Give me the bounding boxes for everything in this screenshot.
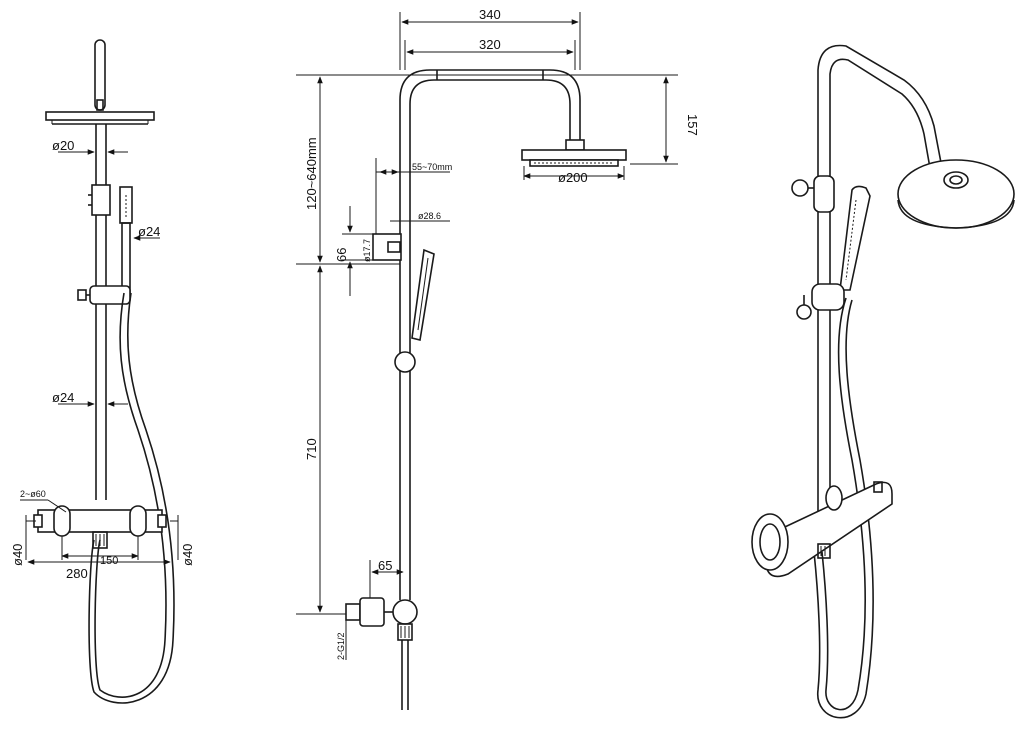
front-riser-pipe — [95, 124, 107, 500]
side-lower-height-label: 710 — [304, 438, 319, 460]
persp-slide-holder — [796, 283, 845, 320]
side-head-drop-label: 157 — [685, 114, 700, 136]
front-center-distance-label: 150 — [100, 555, 118, 567]
side-wall-bracket — [372, 233, 402, 261]
front-hand-diameter-label: ø24 — [138, 224, 160, 239]
persp-upper-clamp — [791, 175, 835, 213]
side-bracket-height-label: 66 — [334, 248, 349, 262]
side-slide-knob — [394, 351, 416, 373]
front-head-diameter-label: ø20 — [52, 138, 74, 153]
front-total-width-label: 280 — [66, 566, 88, 581]
persp-hand-shower — [839, 185, 871, 291]
front-upper-clamp — [88, 184, 111, 216]
side-bracket-inner-label: ø17.7 — [362, 239, 372, 262]
persp-thermostat-valve — [751, 481, 893, 578]
front-hand-shower — [119, 186, 133, 294]
side-view: 340 320 157 120~640mm 55~70mm ø28.6 ø17.… — [296, 7, 700, 710]
side-bracket-offset-label: 55~70mm — [412, 162, 452, 172]
side-hand-shower — [411, 248, 435, 341]
front-flange-label: 2~ø60 — [20, 489, 46, 499]
front-dimension-lines — [20, 149, 179, 565]
side-adjustable-height-label: 120~640mm — [304, 137, 319, 210]
side-shower-head — [521, 139, 627, 167]
perspective-view — [751, 44, 1015, 719]
side-valve-connector — [345, 597, 418, 710]
front-view: ø20 ø24 ø24 2~ø60 ø40 ø40 280 150 — [10, 39, 195, 704]
front-hose — [88, 292, 175, 704]
side-arm-outer-label: 340 — [479, 7, 501, 22]
side-head-diameter-label: ø200 — [558, 170, 588, 185]
side-thread-label: 2-G1/2 — [336, 632, 346, 660]
side-arm-inner-label: 320 — [479, 37, 501, 52]
front-left-diameter-label: ø40 — [10, 544, 25, 566]
front-overhead-head — [45, 39, 155, 125]
side-dimension-lines — [296, 12, 678, 660]
front-pipe-diameter-label: ø24 — [52, 390, 74, 405]
persp-riser-and-arm — [817, 44, 943, 520]
side-bracket-diameter-label: ø28.6 — [418, 211, 441, 221]
persp-hose — [813, 297, 874, 719]
persp-shower-head — [897, 159, 1015, 229]
front-thermostat-valve — [33, 505, 167, 549]
side-connector-offset-label: 65 — [378, 558, 392, 573]
front-right-diameter-label: ø40 — [180, 544, 195, 566]
